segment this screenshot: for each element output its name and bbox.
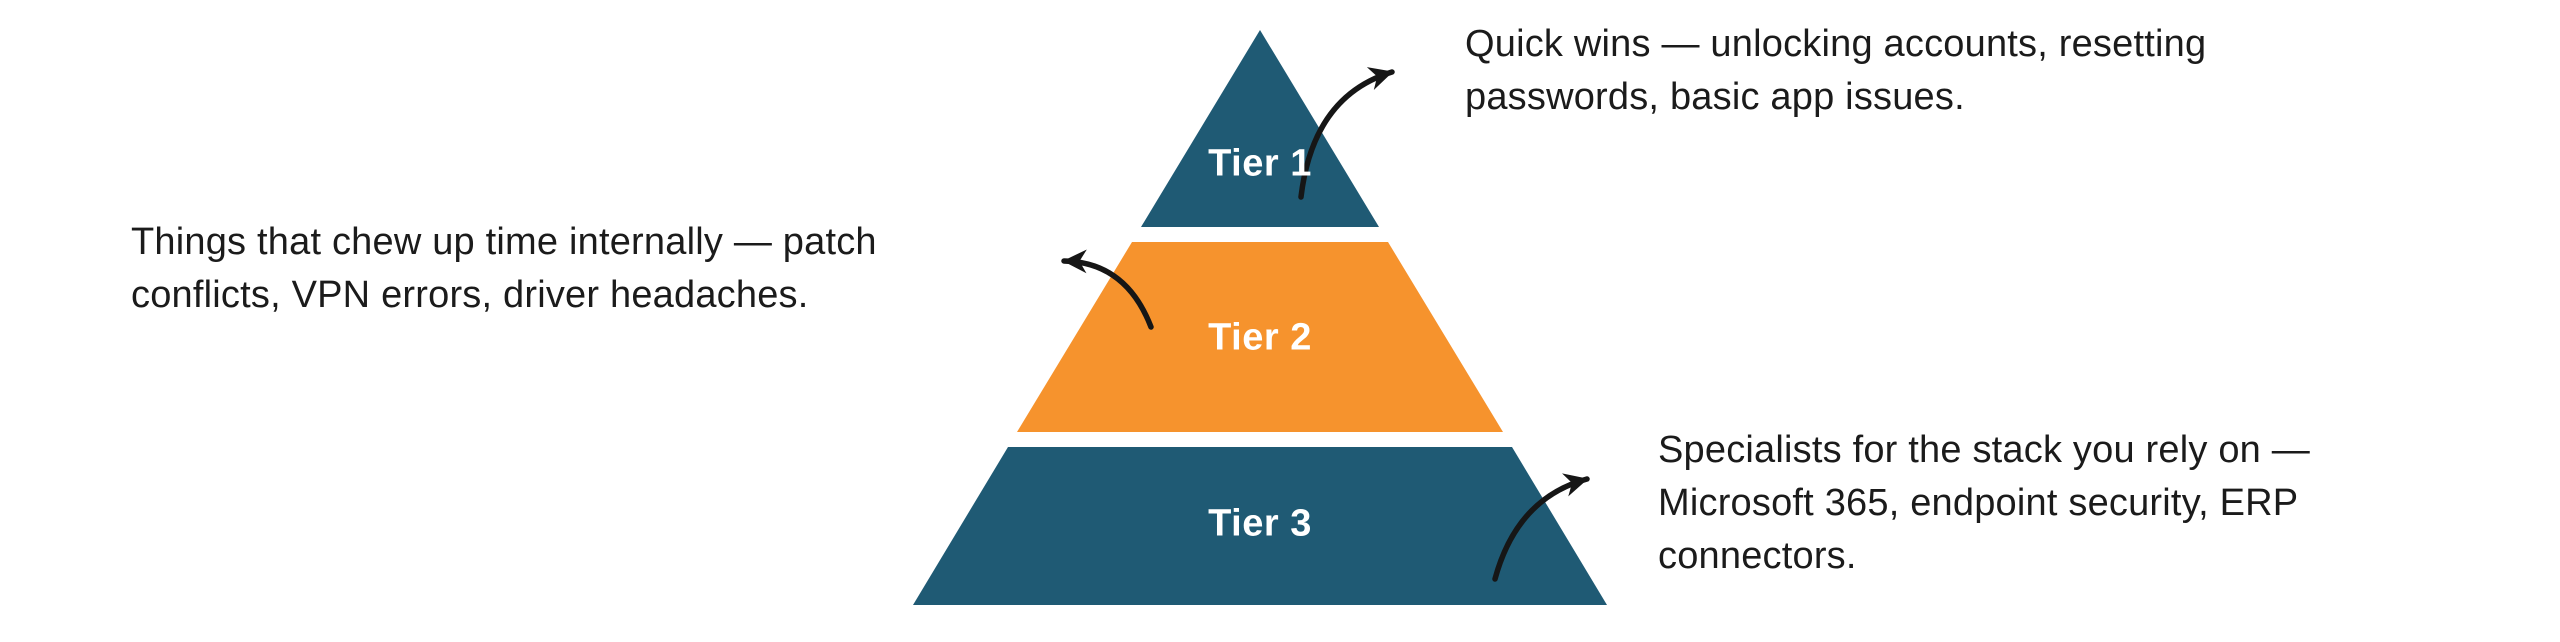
tier-2-arrow-icon [1061, 249, 1154, 330]
annotation-line: passwords, basic app issues. [1465, 76, 1965, 118]
annotation-line: conflicts, VPN errors, driver headaches. [131, 274, 809, 316]
annotation-line: Quick wins — unlocking accounts, resetti… [1465, 23, 2207, 65]
tier-2-label: Tier 2 [1208, 316, 1312, 359]
tier-1-arrow-icon [1298, 67, 1395, 200]
tier-3-arrow-icon [1492, 473, 1590, 582]
annotation-line: Microsoft 365, endpoint security, ERP [1658, 482, 2299, 524]
tier-3-label: Tier 3 [1208, 502, 1312, 545]
tier-2-shape [1017, 242, 1503, 432]
tier-1-shape [1141, 30, 1379, 227]
annotation-tier-1: Quick wins — unlocking accounts, resetti… [1465, 18, 2206, 124]
tier-3-shape [913, 447, 1607, 605]
tier-1-label: Tier 1 [1208, 142, 1312, 185]
annotation-line: connectors. [1658, 535, 1857, 577]
annotation-tier-2: Things that chew up time internally — pa… [131, 216, 877, 322]
annotation-line: Specialists for the stack you rely on — [1658, 429, 2310, 471]
annotation-line: Things that chew up time internally — pa… [131, 221, 877, 263]
annotation-tier-3: Specialists for the stack you rely on — … [1658, 424, 2310, 583]
